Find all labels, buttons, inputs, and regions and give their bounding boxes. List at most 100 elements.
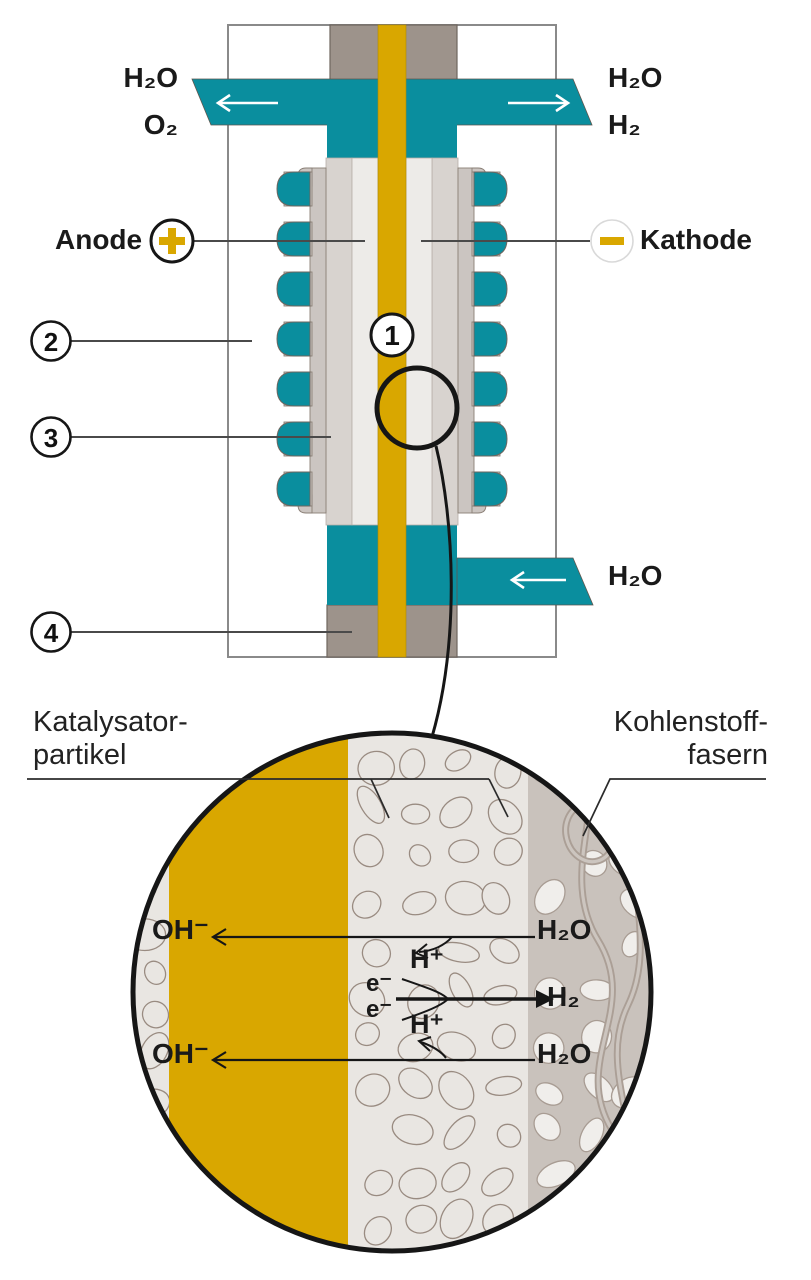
callout-2-number: 2	[43, 327, 59, 357]
electron-merge-top	[401, 978, 448, 999]
pebble	[351, 890, 382, 919]
pebble	[143, 960, 167, 986]
carbon-label-line1: Kohlenstoff-	[613, 706, 768, 738]
callout-3-number: 3	[43, 423, 59, 453]
anode-label: Anode	[55, 224, 143, 255]
outflow-left-top-label: H₂O	[123, 62, 178, 93]
catalyst-label-line2: partikel	[33, 739, 127, 771]
pebble	[357, 750, 396, 786]
water-cap-left	[276, 421, 311, 457]
h2-product-label: H₂	[547, 981, 580, 1012]
water-cap-left	[276, 271, 311, 307]
gdl-layer-right	[431, 157, 459, 526]
pebble	[398, 1067, 433, 1100]
carbon-pore	[578, 1117, 605, 1153]
pebble	[391, 1114, 434, 1146]
water-cap-left	[276, 321, 311, 357]
pebble	[481, 881, 511, 915]
electron-merge-bottom	[401, 999, 448, 1021]
callout-1-number: 1	[384, 320, 400, 351]
oh-top-label: OH⁻	[152, 914, 209, 945]
pebble	[443, 1115, 476, 1150]
detail-view	[133, 733, 651, 1251]
water-cap-right	[473, 271, 508, 307]
carbon-pore	[535, 1082, 564, 1106]
h-plus-bottom-label: H⁺	[410, 1009, 444, 1039]
oh-bottom-label: OH⁻	[152, 1038, 209, 1069]
outflow-right-top-label: H₂O	[608, 62, 663, 93]
water-cap-right	[473, 471, 508, 507]
arrow-out-right-head	[555, 93, 571, 113]
pebble	[408, 844, 432, 867]
flow-field-ribs	[276, 171, 508, 507]
pebble	[485, 1075, 523, 1096]
pebble	[444, 749, 472, 772]
pebble	[489, 937, 520, 964]
callout-2-badge	[30, 320, 72, 362]
detail-membrane-zone	[169, 733, 348, 1251]
hplus-hook-top-head	[414, 943, 429, 959]
catalyst-pebbles	[348, 748, 523, 1246]
water-cap-left	[276, 371, 311, 407]
pebble	[481, 1167, 514, 1197]
callout-lines	[71, 240, 590, 633]
hplus-hook-top	[418, 936, 453, 953]
hplus-hook-bottom	[420, 1041, 447, 1059]
pebble	[402, 891, 437, 916]
callout-3-badge	[30, 416, 72, 458]
detail-pointer-lines	[27, 778, 766, 837]
minus-icon	[600, 237, 624, 245]
arrow-in-right-head	[509, 570, 525, 590]
detail-circle-outline	[130, 730, 654, 1254]
oh-arrow-bottom-head	[210, 1051, 227, 1069]
carbon-pore	[575, 1206, 609, 1243]
pebble	[363, 1216, 393, 1246]
pebble	[361, 938, 392, 968]
pebble	[439, 796, 473, 829]
carbon-pore	[533, 878, 566, 915]
pebble	[356, 785, 386, 824]
carbon-pore	[582, 1168, 612, 1199]
pebble	[364, 1169, 394, 1197]
carbon-pore	[532, 1032, 565, 1064]
water-cap-right	[473, 221, 508, 257]
carbon-pore	[622, 1123, 649, 1153]
water-cap-left	[276, 171, 311, 207]
cathode-label: Kathode	[640, 224, 752, 255]
outflow-left-bottom-label: O₂	[143, 109, 178, 140]
pebble	[437, 941, 480, 963]
pebble	[398, 1167, 437, 1200]
plus-icon	[159, 228, 185, 254]
hplus-hook-bottom-head	[417, 1036, 432, 1052]
pebble	[354, 1022, 381, 1047]
catalyst-label-line1: Katalysator-	[33, 706, 188, 738]
pebble	[355, 1073, 391, 1107]
carbon-pore	[536, 1160, 576, 1189]
callout-4-number: 4	[43, 618, 59, 648]
pebble	[407, 984, 440, 1020]
h2o-top-label: H₂O	[537, 914, 592, 945]
water-cap-right	[473, 171, 508, 207]
oh-arrow-top-head	[210, 928, 227, 946]
pebble	[493, 837, 523, 866]
pebble	[496, 1123, 522, 1148]
pebble	[405, 1204, 438, 1234]
pebble	[348, 981, 386, 1018]
pebble	[353, 833, 384, 868]
arrow-out-left-head	[215, 93, 231, 113]
magnifier-connector	[430, 445, 453, 738]
bottom-inlet-arm	[456, 557, 594, 606]
pebble	[491, 1023, 516, 1049]
h2-arrow-head	[536, 990, 554, 1008]
electron-1-label: e⁻	[366, 970, 393, 997]
pebble	[439, 1198, 474, 1240]
electron-2-label: e⁻	[366, 996, 393, 1023]
water-cap-right	[473, 421, 508, 457]
carbon-label-line	[582, 778, 766, 837]
carbon-pore	[533, 1112, 561, 1142]
detail-left-sliver	[133, 733, 169, 1251]
callout-4-badge	[30, 611, 72, 653]
gdl-layer-left	[325, 157, 353, 526]
